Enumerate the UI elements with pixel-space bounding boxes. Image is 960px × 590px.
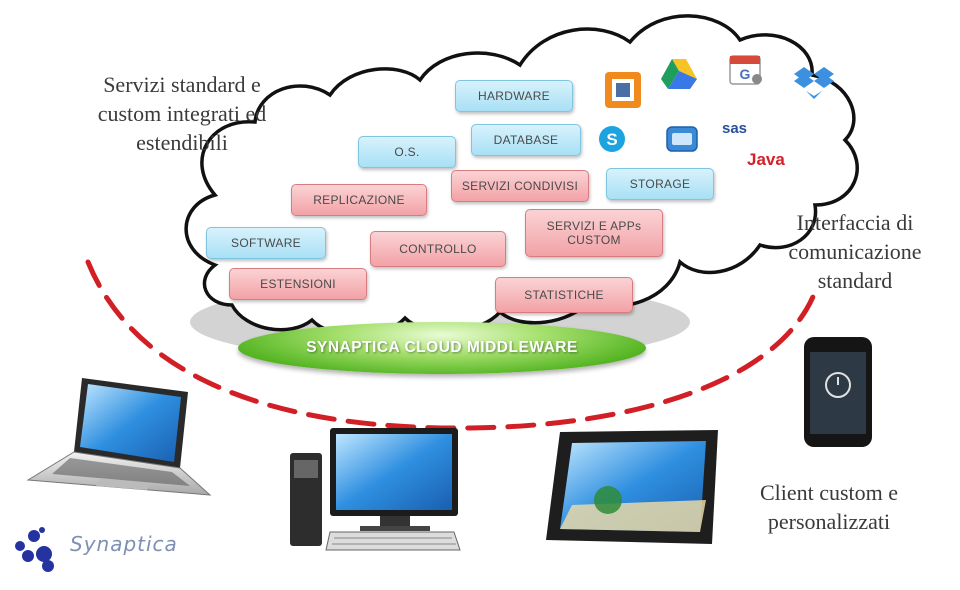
module-servizi-apps-line-2: CUSTOM — [567, 233, 621, 247]
caption-clients-line-1: Client custom e — [759, 480, 899, 505]
caption-services-line-3: estendibili — [136, 130, 228, 155]
module-servizi-condivisi: SERVIZI CONDIVISI — [451, 170, 589, 202]
caption-interface-line-2: comunicazione — [788, 239, 922, 264]
caption-interface: Interfaccia di comunicazione standard — [760, 208, 950, 295]
module-replicazione: REPLICAZIONE — [291, 184, 427, 216]
module-os: O.S. — [358, 136, 456, 168]
caption-clients: Client custom e personalizzati — [734, 478, 924, 536]
communication-arc — [85, 259, 818, 431]
middleware-label: SYNAPTICA CLOUD MIDDLEWARE — [306, 339, 578, 356]
caption-services: Servizi standard e custom integrati ed e… — [72, 70, 292, 157]
svg-text:G: G — [740, 66, 751, 82]
svg-text:S: S — [606, 130, 617, 149]
module-statistiche: STATISTICHE — [495, 277, 633, 313]
skype-icon: S — [599, 126, 625, 152]
module-servizi-apps-line-1: SERVIZI E APPs — [546, 219, 642, 233]
vmware-icon — [605, 72, 641, 108]
middleware-banner: SYNAPTICA CLOUD MIDDLEWARE — [238, 322, 646, 374]
sas-icon: sas — [722, 120, 748, 137]
caption-clients-line-2: personalizzati — [767, 509, 891, 534]
synaptica-logo-icon — [15, 527, 54, 572]
module-servizi-apps-custom: SERVIZI E APPs CUSTOM — [525, 209, 663, 257]
module-storage: STORAGE — [606, 168, 714, 200]
dropbox-icon — [794, 67, 834, 99]
module-database: DATABASE — [471, 124, 581, 156]
caption-services-line-2: custom integrati ed — [97, 101, 267, 126]
module-estensioni: ESTENSIONI — [229, 268, 367, 300]
google-drive-icon — [661, 59, 697, 89]
caption-interface-line-3: standard — [817, 268, 893, 293]
tablet-icon — [546, 430, 718, 544]
module-hardware: HARDWARE — [455, 80, 573, 112]
google-calendar-icon: G — [729, 55, 762, 85]
module-controllo: CONTROLLO — [370, 231, 506, 267]
synaptica-logo-text: Synaptica — [70, 532, 178, 556]
module-software: SOFTWARE — [206, 227, 326, 259]
java-icon: Java — [747, 150, 785, 169]
laptop-icon — [26, 378, 212, 496]
caption-services-line-1: Servizi standard e — [103, 72, 261, 97]
chat-icon — [666, 126, 698, 152]
caption-interface-line-1: Interfaccia di — [796, 210, 914, 235]
smartphone-icon — [804, 337, 872, 447]
desktop-pc-icon — [290, 428, 461, 551]
